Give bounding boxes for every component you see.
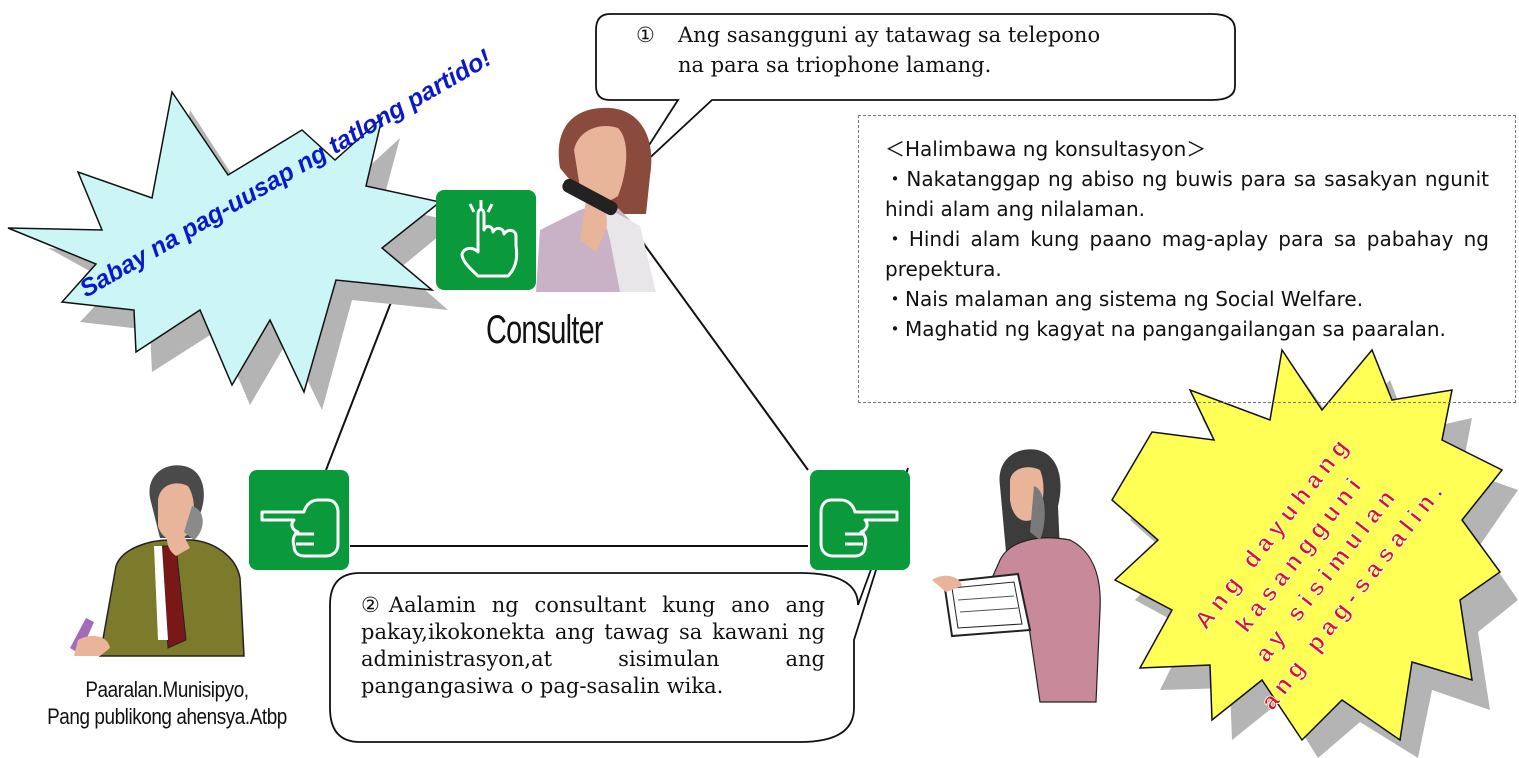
examples-heading: ＜Halimbawa ng konsultasyon＞ <box>885 137 1207 161</box>
consultation-examples-box: ＜Halimbawa ng konsultasyon＞ ・Nakatanggap… <box>858 115 1516 403</box>
bubble-top-line-2: na para sa triophone lamang. <box>678 53 992 77</box>
school-label-line-2: Pang publikong ahensya.Atbp <box>47 704 287 729</box>
consulter-label: Consulter <box>486 308 604 352</box>
school-label: Paaralan.Munisipyo, Pang publikong ahens… <box>38 676 296 730</box>
speech-bubble-bottom <box>329 467 909 743</box>
example-item-1: ・Nakatanggap ng abiso ng buwis para sa s… <box>885 167 1489 221</box>
example-item-2: ・Hindi alam kung paano mag-aplay para sa… <box>885 227 1489 281</box>
hand-point-left-icon <box>249 470 349 570</box>
burst-right <box>1111 348 1504 742</box>
step-number-1: ① <box>636 23 655 47</box>
hand-tap-icon <box>436 190 536 290</box>
official-person-icon <box>70 465 245 657</box>
example-item-3: ・Nais malaman ang sistema ng Social Welf… <box>885 287 1364 311</box>
triangle-connector <box>325 221 809 547</box>
consulter-person-icon <box>536 107 656 292</box>
translator-person-icon <box>932 449 1101 703</box>
school-label-line-1: Paaralan.Munisipyo, <box>85 677 249 702</box>
burst-left <box>7 90 442 395</box>
example-item-4: ・Maghatid ng kagyat na pangangailangan s… <box>885 317 1446 341</box>
bubble-top-line-1: Ang sasangguni ay tatawag sa telepono <box>678 23 1101 47</box>
speech-bubble-bottom-text: ②Aalamin ng consultant kung ano ang paka… <box>361 593 825 698</box>
speech-bubble-top <box>595 13 1236 179</box>
hand-point-right-icon <box>810 470 910 570</box>
speech-bubble-top-text: ① Ang sasangguni ay tatawag sa telepono n… <box>636 20 1236 80</box>
